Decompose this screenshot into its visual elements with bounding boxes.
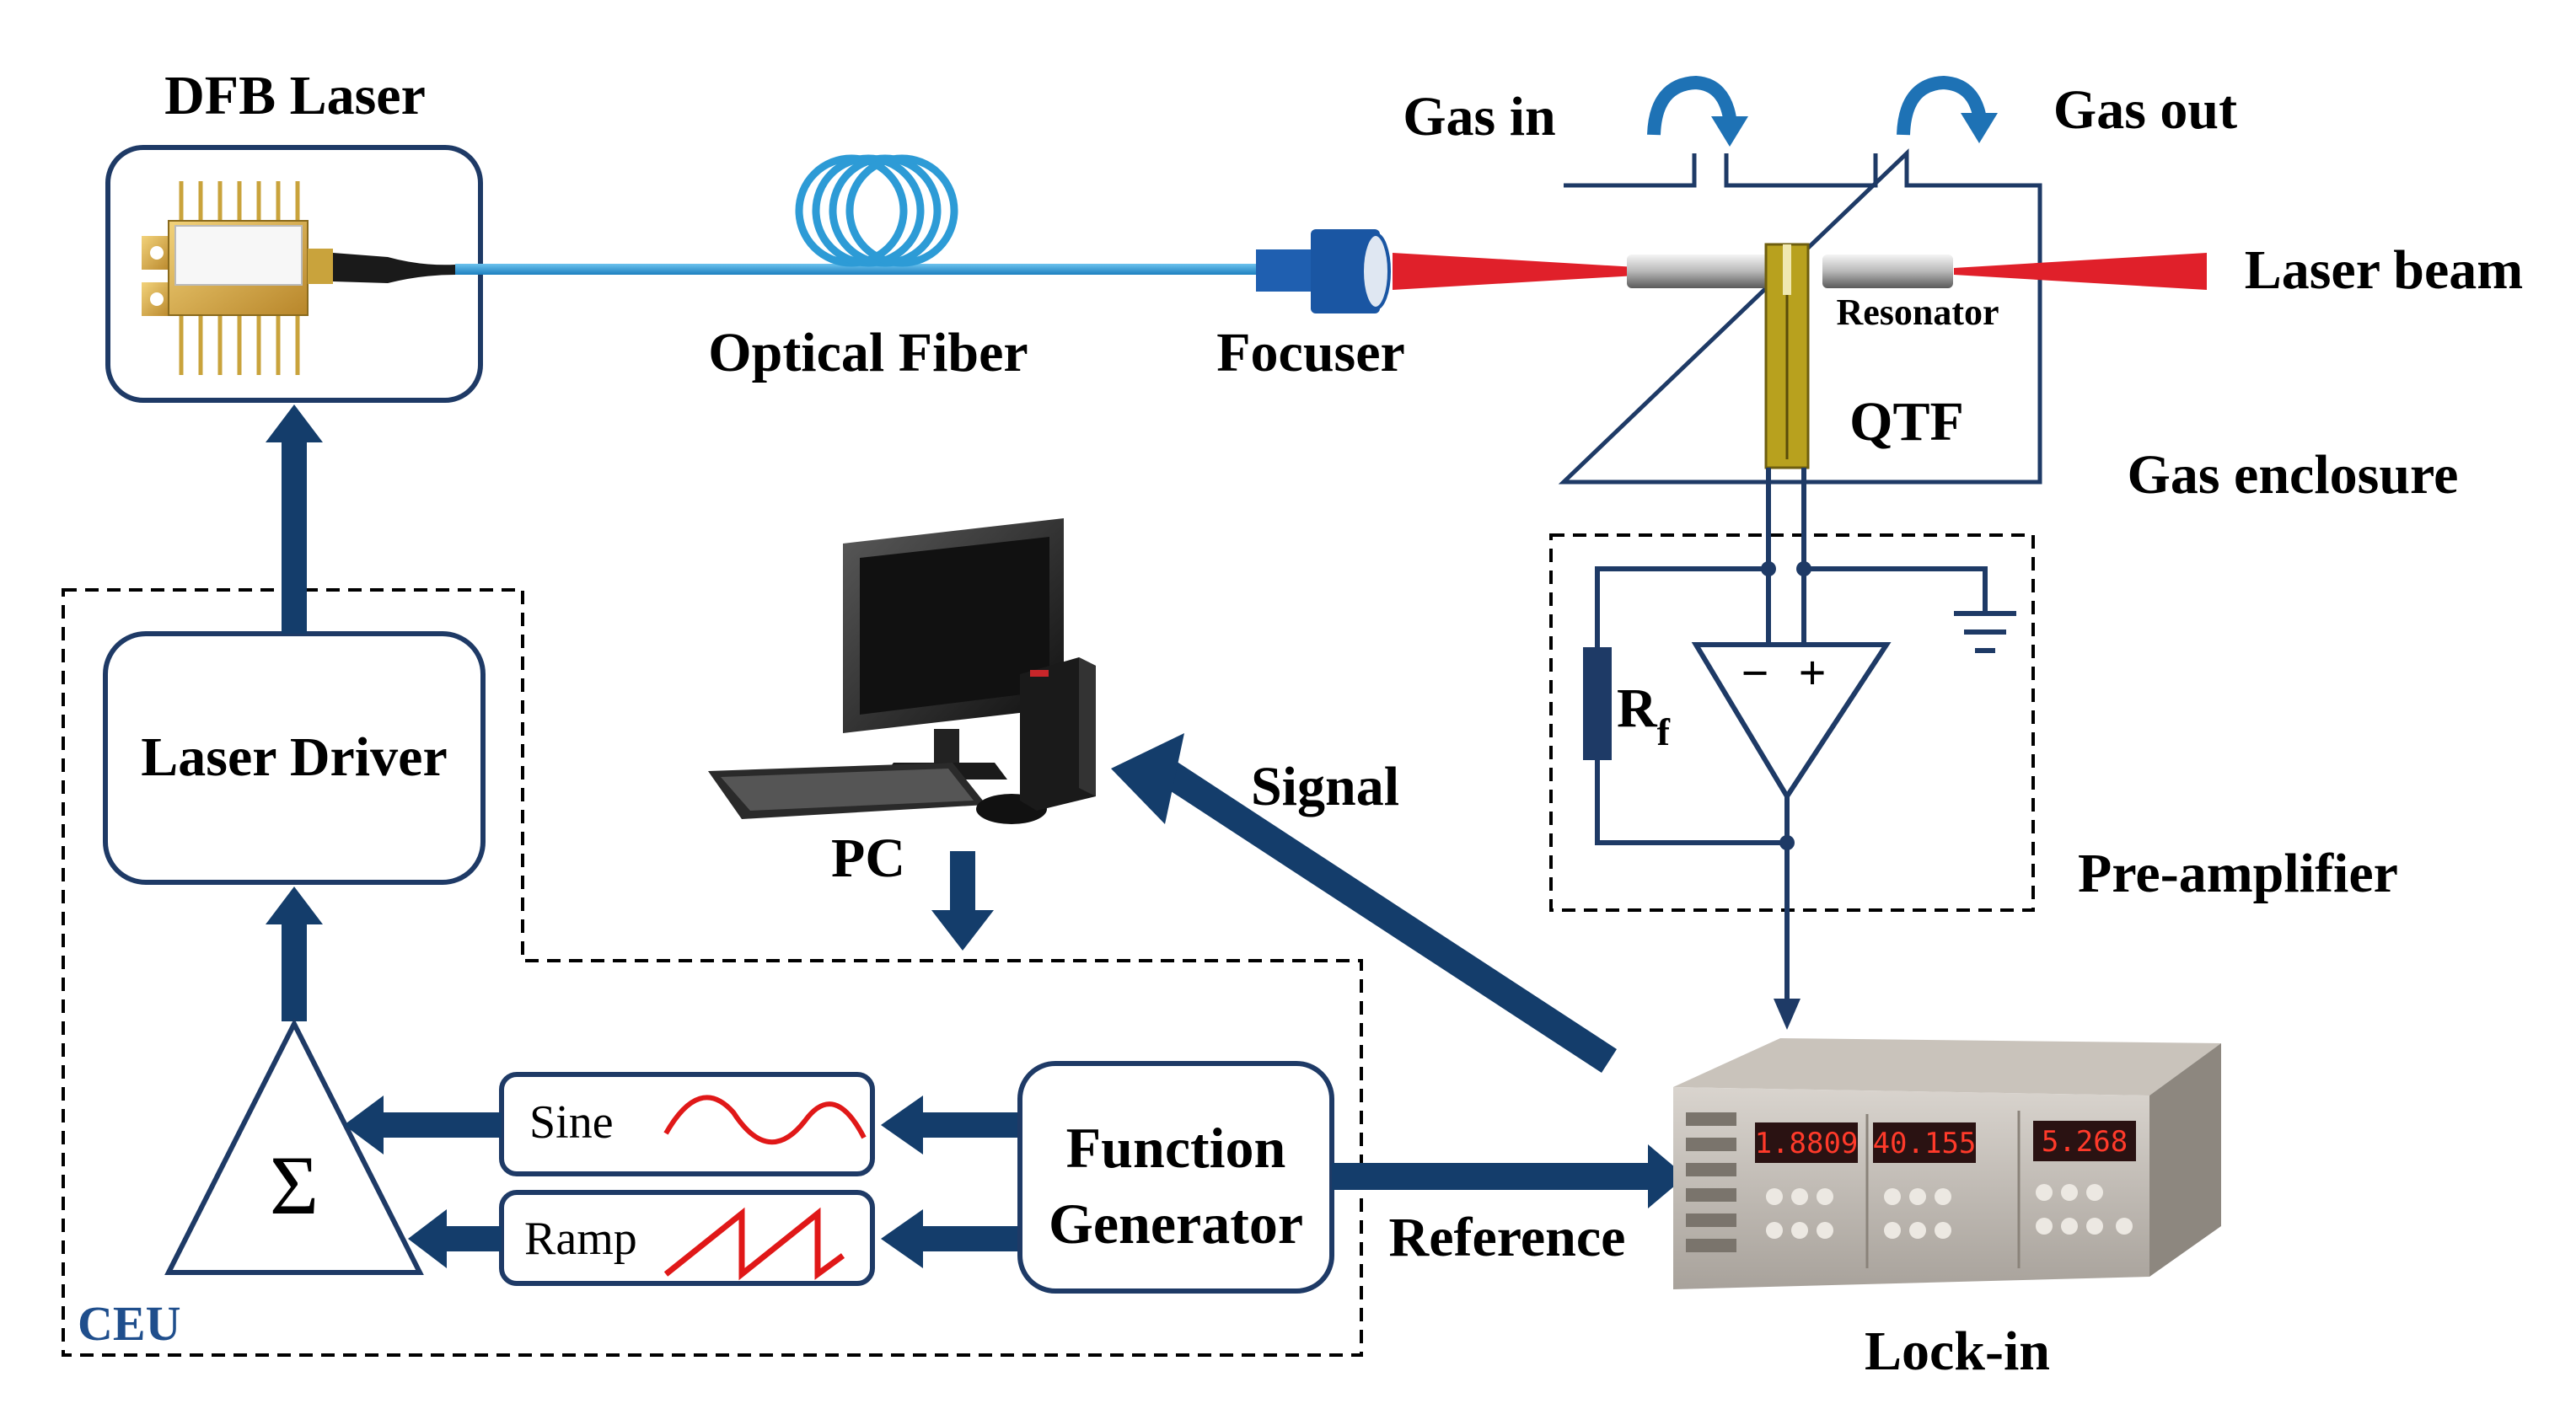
desktop-pc-icon xyxy=(708,518,1096,824)
plus-sign: + xyxy=(1798,646,1826,700)
pre-amplifier-label: Pre-amplifier xyxy=(2078,843,2398,904)
sine-to-sum-arrow xyxy=(344,1096,502,1155)
lock-in-display-1: 1.8809 xyxy=(1755,1127,1859,1160)
pc-to-ceu-arrow xyxy=(931,851,994,951)
fg-to-ramp-arrow xyxy=(881,1209,1020,1268)
ceu-label: CEU xyxy=(78,1296,180,1351)
pre-amp-output-arrowhead xyxy=(1774,999,1801,1030)
signal-label: Signal xyxy=(1251,756,1399,817)
gas-out-label: Gas out xyxy=(2053,79,2237,141)
signal-arrow xyxy=(1111,733,1617,1073)
sigma-symbol: Σ xyxy=(270,1138,319,1232)
ground-icon xyxy=(1954,611,2016,653)
function-generator-line1: Function xyxy=(1066,1116,1286,1180)
qtf-label: QTF xyxy=(1849,391,1964,453)
focuser-lens-icon xyxy=(1256,229,1391,313)
pre-amplifier-circuit xyxy=(1595,468,1988,999)
fiber-coil-icon xyxy=(455,154,1260,275)
lock-in-display-3: 5.268 xyxy=(2042,1125,2128,1159)
rf-label: Rf xyxy=(1617,678,1671,753)
lock-in-display-2: 40.155 xyxy=(1873,1127,1977,1160)
dfb-laser-chip-icon xyxy=(142,181,455,375)
resonator-tubes xyxy=(1627,254,1953,288)
fg-to-sine-arrow xyxy=(881,1096,1020,1155)
focuser-label: Focuser xyxy=(1216,322,1405,383)
resonator-label: Resonator xyxy=(1836,292,1999,333)
feedback-resistor xyxy=(1583,647,1612,760)
sine-label: Sine xyxy=(529,1096,614,1149)
gas-in-label: Gas in xyxy=(1403,86,1556,147)
ramp-label: Ramp xyxy=(524,1213,637,1265)
gas-in-arrow-icon xyxy=(1647,75,1748,147)
gas-out-arrow-icon xyxy=(1897,75,1998,143)
lock-in-label: Lock-in xyxy=(1865,1321,2050,1382)
reference-label: Reference xyxy=(1389,1207,1626,1268)
gas-enclosure-label: Gas enclosure xyxy=(2128,444,2459,506)
dfb-laser-label: DFB Laser xyxy=(164,65,426,126)
laser-driver-label: Laser Driver xyxy=(141,726,447,788)
function-generator-line2: Generator xyxy=(1049,1192,1303,1256)
ramp-waveform xyxy=(663,1207,845,1281)
pre-amplifier-region xyxy=(1549,533,2035,912)
gas-enclosure-box xyxy=(1558,148,2042,485)
sine-waveform xyxy=(663,1095,867,1144)
qtf-icon xyxy=(1764,243,1810,469)
laser-beam-out xyxy=(1954,253,2207,290)
sum-to-driver-arrow xyxy=(266,887,323,1021)
optical-fiber-label: Optical Fiber xyxy=(708,322,1028,383)
minus-sign: − xyxy=(1741,646,1768,700)
pc-label: PC xyxy=(831,828,905,889)
laser-beam-in xyxy=(1393,253,1650,290)
ramp-to-sum-arrow xyxy=(408,1209,502,1268)
summation-triangle xyxy=(164,1018,424,1275)
reference-arrow xyxy=(1332,1144,1686,1208)
driver-to-laser-arrow xyxy=(266,404,323,634)
lock-in-amplifier-icon: 1.8809 40.155 5.268 xyxy=(1673,1038,2221,1289)
laser-beam-label: Laser beam xyxy=(2245,239,2524,301)
ceu-region xyxy=(62,588,1363,1357)
